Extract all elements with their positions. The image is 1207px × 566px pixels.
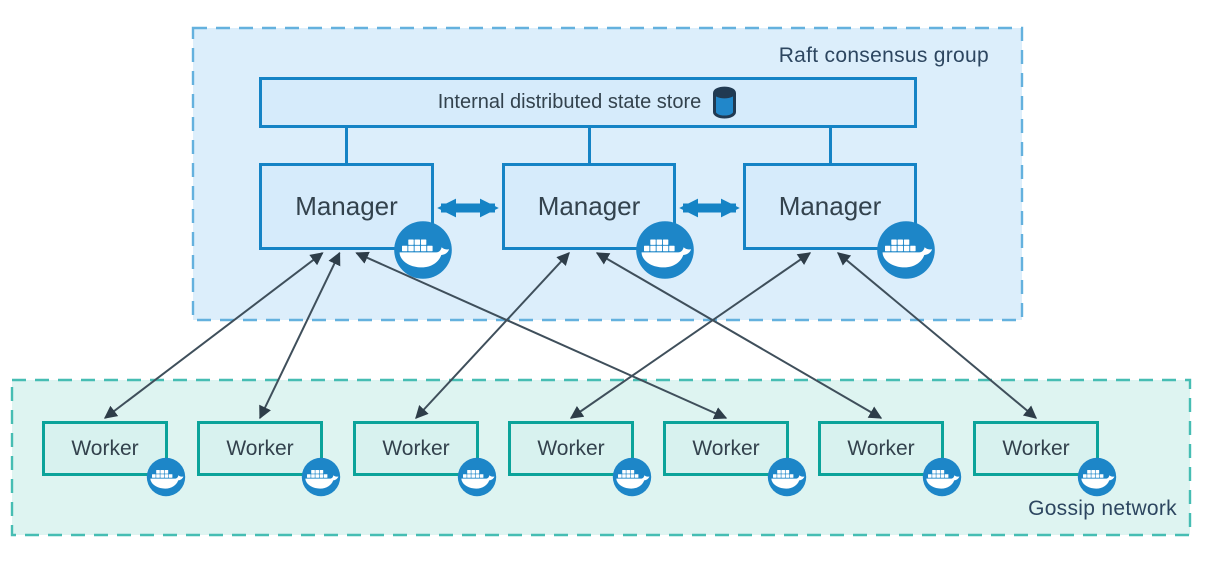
docker-whale-icon <box>301 457 341 497</box>
worker-docker-badge <box>1077 457 1117 502</box>
worker-label: Worker <box>226 436 294 460</box>
worker-docker-badge <box>767 457 807 502</box>
worker-label: Worker <box>71 436 139 460</box>
worker-label: Worker <box>382 436 450 460</box>
docker-whale-icon <box>457 457 497 497</box>
worker-label: Worker <box>1002 436 1070 460</box>
docker-whale-icon <box>612 457 652 497</box>
worker-docker-badge <box>612 457 652 502</box>
docker-whale-icon <box>877 221 935 279</box>
docker-whale-icon <box>146 457 186 497</box>
docker-whale-icon <box>767 457 807 497</box>
database-icon <box>713 86 737 118</box>
manager-label: Manager <box>537 191 641 221</box>
store-manager-connector <box>587 128 591 163</box>
docker-whale-icon <box>636 221 694 279</box>
state-store-label: Internal distributed state store <box>437 91 702 113</box>
manager-docker-badge <box>393 220 453 285</box>
raft-group-title: Raft consensus group <box>778 44 989 67</box>
worker-docker-badge <box>146 457 186 502</box>
worker-docker-badge <box>457 457 497 502</box>
worker-label: Worker <box>537 436 605 460</box>
worker-label: Worker <box>692 436 760 460</box>
docker-whale-icon <box>922 457 962 497</box>
manager-docker-badge <box>876 220 936 285</box>
worker-label: Worker <box>847 436 915 460</box>
docker-whale-icon <box>394 221 452 279</box>
docker-whale-icon <box>1077 457 1117 497</box>
manager-docker-badge <box>635 220 695 285</box>
worker-docker-badge <box>301 457 341 502</box>
store-manager-connector <box>345 128 348 163</box>
worker-docker-badge <box>922 457 962 502</box>
manager-label: Manager <box>778 191 882 221</box>
manager-label: Manager <box>295 191 398 221</box>
state-store-box: Internal distributed state store <box>259 77 917 128</box>
store-manager-connector <box>828 128 832 163</box>
